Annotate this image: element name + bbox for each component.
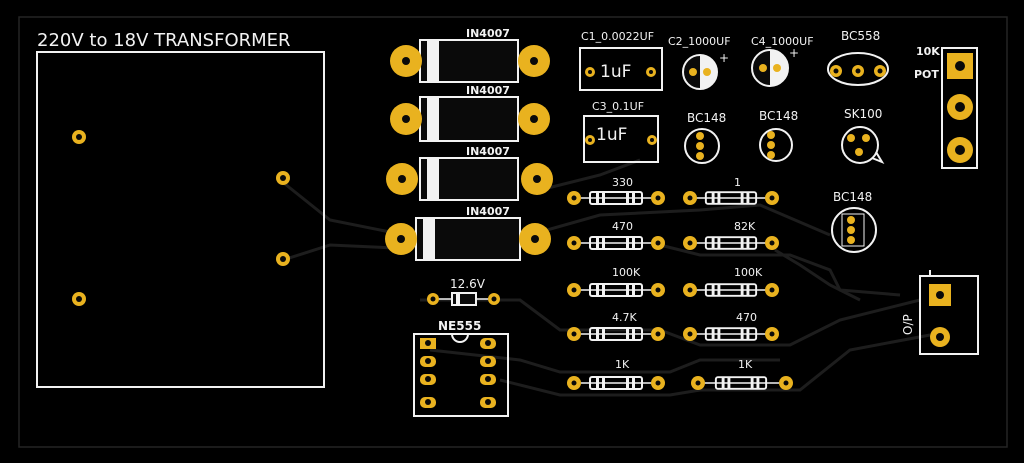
transformer-pin-2[interactable]: [276, 171, 290, 185]
c1-value: 1uF: [600, 62, 631, 82]
capacitor-c3: C3_0.1UF 1uF: [583, 100, 659, 163]
diode-3: IN4007: [386, 145, 553, 201]
resistor-1: 1: [683, 176, 779, 205]
resistor-4-7k: 4.7K: [567, 311, 665, 341]
resistor-100k-b-label: 100K: [734, 266, 763, 279]
diode-2: IN4007: [390, 84, 550, 142]
resistor-470-b: 470: [683, 311, 779, 341]
resistor-470-b-label: 470: [736, 311, 757, 324]
bc148-a-label: BC148: [687, 111, 726, 125]
transistor-sk100: SK100: [841, 107, 885, 165]
resistor-330: 330: [567, 176, 665, 205]
bc148-c-label: BC148: [833, 190, 872, 204]
diode-1-label: IN4007: [466, 27, 510, 40]
zener-label: 12.6V: [450, 277, 486, 291]
ne555-label: NE555: [438, 319, 481, 333]
pot-label-line1: 10K: [916, 45, 940, 58]
bc558-label: BC558: [841, 29, 880, 43]
copper-traces: [279, 158, 931, 397]
resistor-82k: 82K: [683, 220, 779, 250]
pot-pin-1[interactable]: [947, 53, 973, 79]
capacitor-c2: C2_1000UF +: [668, 35, 731, 90]
board-outline: [18, 16, 1008, 448]
transformer: 220V to 18V TRANSFORMER: [36, 30, 325, 388]
output-label: O/P: [901, 314, 915, 335]
capacitor-c1: C1_0.0022UF 1uF: [579, 30, 663, 91]
resistor-1k-b-label: 1K: [738, 358, 753, 371]
potentiometer: 10K POT: [914, 45, 978, 169]
resistor-1k-b: 1K: [691, 358, 793, 390]
resistor-470-a-label: 470: [612, 220, 633, 233]
pot-pin-2[interactable]: [947, 94, 973, 120]
c4-label: C4_1000UF: [751, 35, 814, 48]
diode-1: IN4007: [390, 27, 550, 83]
resistor-4-7k-label: 4.7K: [612, 311, 637, 324]
transformer-pin-3[interactable]: [276, 252, 290, 266]
diode-2-label: IN4007: [466, 84, 510, 97]
c1-label: C1_0.0022UF: [581, 30, 654, 43]
c2-polarity: +: [719, 51, 729, 65]
c4-polarity: +: [789, 46, 799, 60]
c3-value: 1uF: [596, 125, 627, 145]
diode-3-label: IN4007: [466, 145, 510, 158]
c2-label: C2_1000UF: [668, 35, 731, 48]
capacitor-c4: C4_1000UF +: [751, 35, 814, 87]
resistor-100k-a-label: 100K: [612, 266, 641, 279]
resistor-82k-label: 82K: [734, 220, 756, 233]
output-pin-2[interactable]: [930, 327, 950, 347]
resistor-1k-a: 1K: [567, 358, 665, 390]
c3-label: C3_0.1UF: [592, 100, 644, 113]
output-pin-1[interactable]: [929, 284, 951, 306]
transistor-bc148-b: BC148: [759, 109, 798, 162]
pot-pin-3[interactable]: [947, 137, 973, 163]
resistor-100k-a: 100K: [567, 266, 665, 297]
zener-diode: 12.6V: [427, 277, 500, 306]
diode-4: IN4007: [385, 205, 551, 261]
ne555-ic: NE555: [413, 319, 509, 417]
resistor-1-label: 1: [734, 176, 741, 189]
transistor-bc558: BC558: [827, 29, 889, 86]
output-connector: O/P: [901, 270, 979, 355]
resistor-470-a: 470: [567, 220, 665, 250]
transformer-pin-1[interactable]: [72, 130, 86, 144]
resistor-330-label: 330: [612, 176, 633, 189]
transformer-pin-4[interactable]: [72, 292, 86, 306]
transistor-bc148-c: BC148: [831, 190, 877, 253]
bc148-b-label: BC148: [759, 109, 798, 123]
sk100-label: SK100: [844, 107, 882, 121]
pot-label-line2: POT: [914, 68, 939, 81]
transformer-label: 220V to 18V TRANSFORMER: [37, 30, 291, 51]
resistor-100k-b: 100K: [683, 266, 779, 297]
resistor-1k-a-label: 1K: [615, 358, 630, 371]
transistor-bc148-a: BC148: [684, 111, 726, 164]
diode-4-label: IN4007: [466, 205, 510, 218]
